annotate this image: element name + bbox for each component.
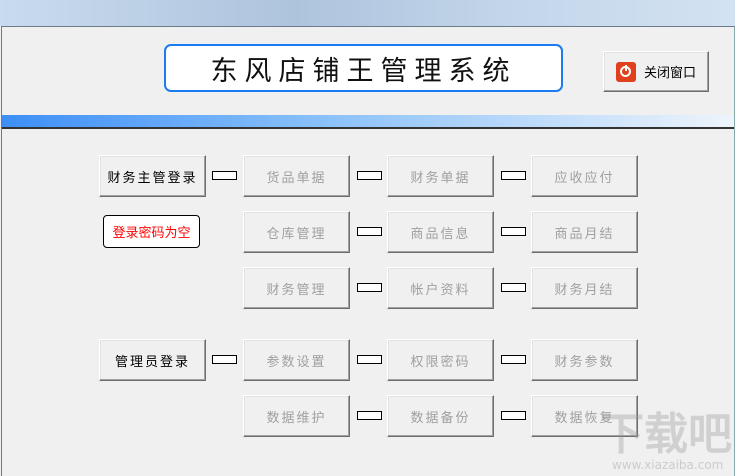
status-indicator: [357, 227, 382, 236]
status-indicator: [501, 283, 526, 292]
status-indicator: [501, 355, 526, 364]
status-indicator: [212, 355, 237, 364]
module-button[interactable]: 帐户资料: [387, 267, 494, 309]
module-button[interactable]: 财务单据: [387, 155, 494, 197]
module-button[interactable]: 财务月结: [531, 267, 638, 309]
module-button[interactable]: 商品月结: [531, 211, 638, 253]
close-window-button[interactable]: 关闭窗口: [603, 51, 709, 92]
module-button[interactable]: 商品信息: [387, 211, 494, 253]
module-button[interactable]: 应收应付: [531, 155, 638, 197]
module-button[interactable]: 货品单据: [243, 155, 350, 197]
watermark-url: www.xiazaiba.com: [612, 458, 724, 472]
status-indicator: [357, 355, 382, 364]
watermark-logo: 下载吧: [600, 409, 732, 460]
login-button[interactable]: 财务主管登录: [99, 155, 206, 197]
app-title: 东风店铺王管理系统: [164, 44, 563, 92]
status-indicator: [357, 283, 382, 292]
module-button[interactable]: 权限密码: [387, 339, 494, 381]
status-indicator: [212, 171, 237, 180]
module-button[interactable]: 仓库管理: [243, 211, 350, 253]
power-icon: [615, 61, 636, 82]
close-label: 关闭窗口: [643, 66, 696, 81]
title-bar: [0, 0, 735, 26]
module-button[interactable]: 参数设置: [243, 339, 350, 381]
status-indicator: [501, 227, 526, 236]
module-button[interactable]: 数据恢复: [531, 395, 638, 437]
password-status: 登录密码为空: [103, 215, 200, 248]
module-button[interactable]: 财务管理: [243, 267, 350, 309]
module-button[interactable]: 数据维护: [243, 395, 350, 437]
module-button[interactable]: 数据备份: [387, 395, 494, 437]
status-indicator: [501, 411, 526, 420]
status-indicator: [357, 171, 382, 180]
status-indicator: [357, 411, 382, 420]
module-button[interactable]: 财务参数: [531, 339, 638, 381]
header-divider: [2, 115, 734, 129]
status-indicator: [501, 171, 526, 180]
login-button[interactable]: 管理员登录: [99, 339, 206, 381]
